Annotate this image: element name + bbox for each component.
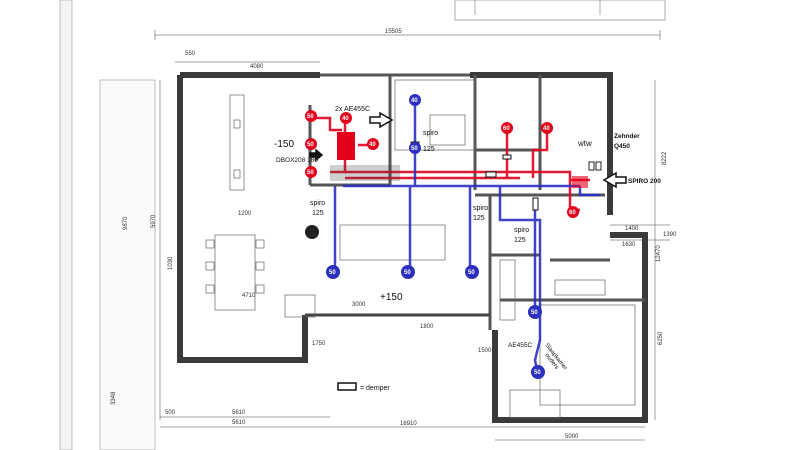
extract-valve-3-label: 50 [329, 270, 336, 276]
dim-1390: 1390 [663, 232, 677, 238]
extract-ducts [333, 100, 600, 371]
supply-valve-2 [305, 138, 317, 150]
extract-valve-7 [531, 365, 545, 379]
extract-valve-5 [465, 265, 479, 279]
dim-12470: 12470 [656, 245, 662, 262]
dim-5000: 5000 [565, 434, 579, 440]
dim-500: 500 [165, 410, 176, 416]
unit-connector-a [588, 161, 595, 171]
plant [305, 225, 319, 239]
dim-5970: 5970 [151, 214, 157, 228]
dim-9870: 9870 [123, 216, 129, 230]
dim-6250: 6250 [658, 331, 664, 345]
roof-sketch [454, 0, 666, 21]
dim-1630: 1630 [622, 242, 636, 248]
dim-5610b: 5610 [232, 420, 246, 426]
dim-4080: 4080 [250, 64, 264, 70]
dim-1200: 1200 [238, 211, 252, 217]
extract-valve-5-label: 50 [468, 270, 475, 276]
dim-16910: 16910 [400, 421, 417, 427]
unit-top-label: 2x AE455C [335, 106, 370, 113]
ceiling-box [330, 165, 400, 181]
supply-valve-7 [541, 122, 553, 134]
arrows [309, 111, 627, 189]
dim-1800: 1800 [420, 324, 434, 330]
spiro-a-size: 125 [423, 146, 435, 153]
spiro-c-label: spiro [473, 205, 488, 212]
supply-valve-7-label: 40 [543, 126, 550, 132]
spiro-b-label: spiro [310, 200, 325, 207]
dim-550: 550 [185, 51, 196, 57]
spiro200-label: SPIRO 200 [628, 178, 661, 185]
outer-walls [177, 72, 648, 423]
extract-valve-2-label: 50 [411, 146, 418, 152]
supply-valve-2-label: 50 [307, 142, 314, 148]
supply-valve-1-label: 50 [307, 114, 314, 120]
dim-top: 15505 [385, 29, 402, 35]
extract-valve-6 [528, 305, 542, 319]
dim-1400: 1400 [625, 226, 639, 232]
extract-valves [326, 94, 545, 379]
spiro-b-size: 125 [312, 210, 324, 217]
plus-label: +150 [380, 292, 403, 303]
inner-walls [308, 73, 645, 330]
facade-strip [59, 0, 156, 450]
extract-valve-4-label: 50 [404, 270, 411, 276]
supply-valve-3 [305, 166, 317, 178]
spiro-d-label: spiro [514, 227, 529, 234]
spiro-c-size: 125 [473, 215, 485, 222]
supply-plenum [337, 132, 355, 160]
dim-4710: 4710 [242, 293, 256, 299]
legend-label: = demper [360, 385, 390, 392]
extract-valve-3 [326, 265, 340, 279]
spiro-a-label: spiro [423, 130, 438, 137]
wtw-label: wtw [577, 139, 592, 148]
dim-5610: 5610 [232, 410, 246, 416]
supply-valve-3-label: 50 [307, 170, 314, 176]
zehnder-model: Q450 [614, 143, 630, 150]
extract-valve-1 [409, 94, 421, 106]
dim-1030: 1030 [168, 256, 174, 270]
supply-valve-6 [501, 122, 513, 134]
supply-valve-5-label: 40 [342, 116, 349, 122]
extract-valve-2 [409, 142, 421, 154]
supply-valve-8-label: 60 [569, 210, 576, 216]
unit-connector-b [595, 161, 602, 171]
supply-valve-5 [340, 112, 352, 124]
wtw-unit [572, 176, 588, 188]
extract-valve-7-label: 50 [534, 370, 541, 376]
top-dimension [154, 30, 661, 63]
supply-valve-6-label: 60 [503, 126, 510, 132]
ae-side-label: AE455C [508, 342, 533, 349]
extract-valve-4 [401, 265, 415, 279]
supply-valves [305, 110, 579, 218]
dbox-label: DBOX208 180 [276, 157, 318, 164]
legend-damper-symbol [337, 382, 357, 391]
zehnder-label: Zehnder [614, 133, 640, 140]
extract-valve-1-label: 40 [411, 98, 418, 104]
spiro-d-size: 125 [514, 237, 526, 244]
dimension-lines [159, 80, 670, 441]
dim-1750: 1750 [312, 341, 326, 347]
supply-valve-8 [567, 206, 579, 218]
dim-3000: 3000 [352, 302, 366, 308]
furniture [205, 79, 636, 419]
dim-8222: 8222 [662, 151, 668, 165]
extract-valve-6-label: 50 [531, 310, 538, 316]
supply-valve-1 [305, 110, 317, 122]
supply-valve-4 [367, 138, 379, 150]
supply-valve-4-label: 40 [369, 142, 376, 148]
minus-label: -150 [274, 139, 294, 150]
dim-1500: 1500 [478, 348, 492, 354]
dim-3348: 3348 [111, 391, 117, 405]
